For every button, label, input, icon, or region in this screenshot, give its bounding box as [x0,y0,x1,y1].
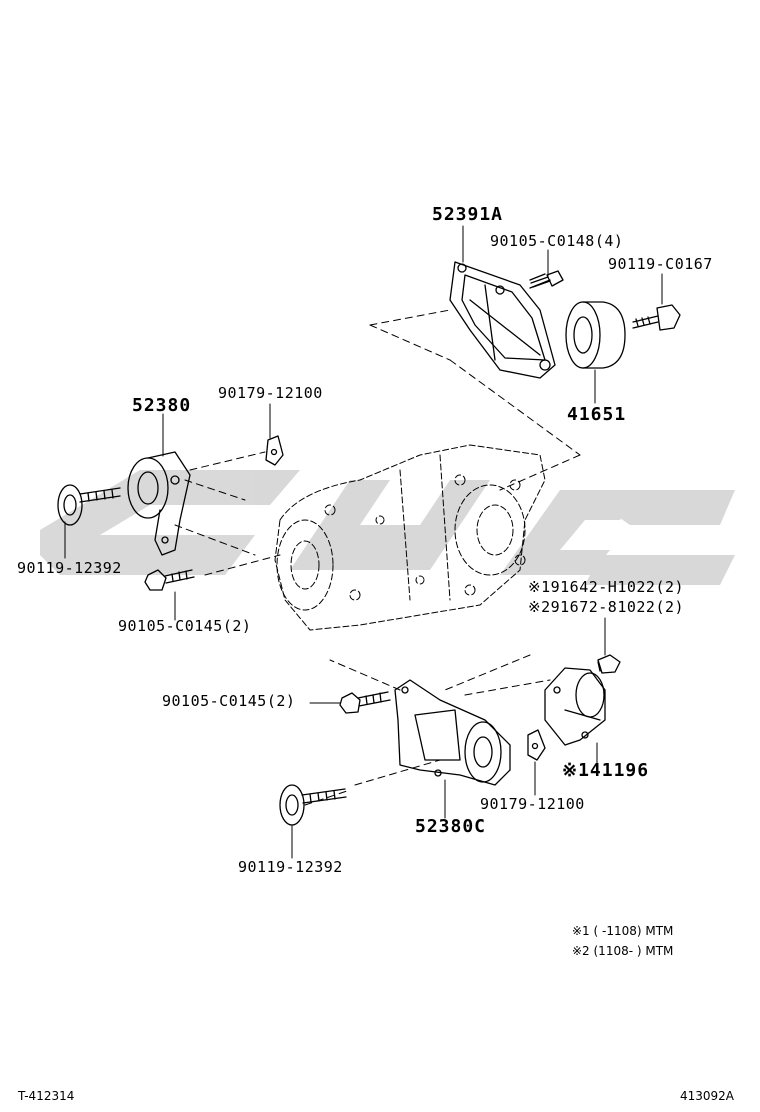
clip-90179-12100-top [265,435,284,466]
mount-41196 [544,667,606,746]
label-90105-C0145-lower: 90105-C0145(2) [162,692,296,710]
label-90179-12100-top: 90179-12100 [218,384,323,402]
bolt-90119-C0167 [632,304,681,331]
bolt-90119-12392-lower [279,784,347,826]
watermark-logo [40,470,735,585]
label-41196: ※141196 [562,760,650,781]
bolt-90105-C0148 [529,270,564,289]
label-52380C: 52380C [415,816,487,837]
label-90105-C0145-left: 90105-C0145(2) [118,617,252,635]
bracket-52380 [127,451,191,556]
footer-right-code: 413092A [680,1089,735,1103]
bolt-91642 [597,654,621,674]
label-41651: 41651 [567,404,627,425]
bolt-90119-12392-left [57,484,121,526]
bushing-41651 [565,301,626,369]
assembly-lines [174,309,581,806]
label-90119-12392-left: 90119-12392 [17,559,122,577]
leader-lines [64,225,663,859]
label-91642: ※191642-H1022(2) [528,578,685,596]
label-52380: 52380 [132,395,192,416]
label-90105-C0148: 90105-C0148(4) [490,232,624,250]
footnote-1: ※1 ( -1108) MTM [572,924,674,938]
bracket-52380C [394,679,511,786]
footer-left-code: T-412314 [18,1089,75,1103]
bracket-52391A [449,261,556,379]
label-52391A: 52391A [432,204,504,225]
bolt-90105-C0145-left [144,569,195,591]
label-90119-12392-lower: 90119-12392 [238,858,343,876]
clip-90179-12100-lower [527,729,546,761]
label-90179-12100-lower: 90179-12100 [480,795,585,813]
differential-housing [274,444,546,631]
label-90119-C0167: 90119-C0167 [608,255,713,273]
bolt-90105-C0145-lower [339,691,391,714]
footnote-2: ※2 (1108- ) MTM [572,944,674,958]
label-91672: ※291672-81022(2) [528,598,685,616]
